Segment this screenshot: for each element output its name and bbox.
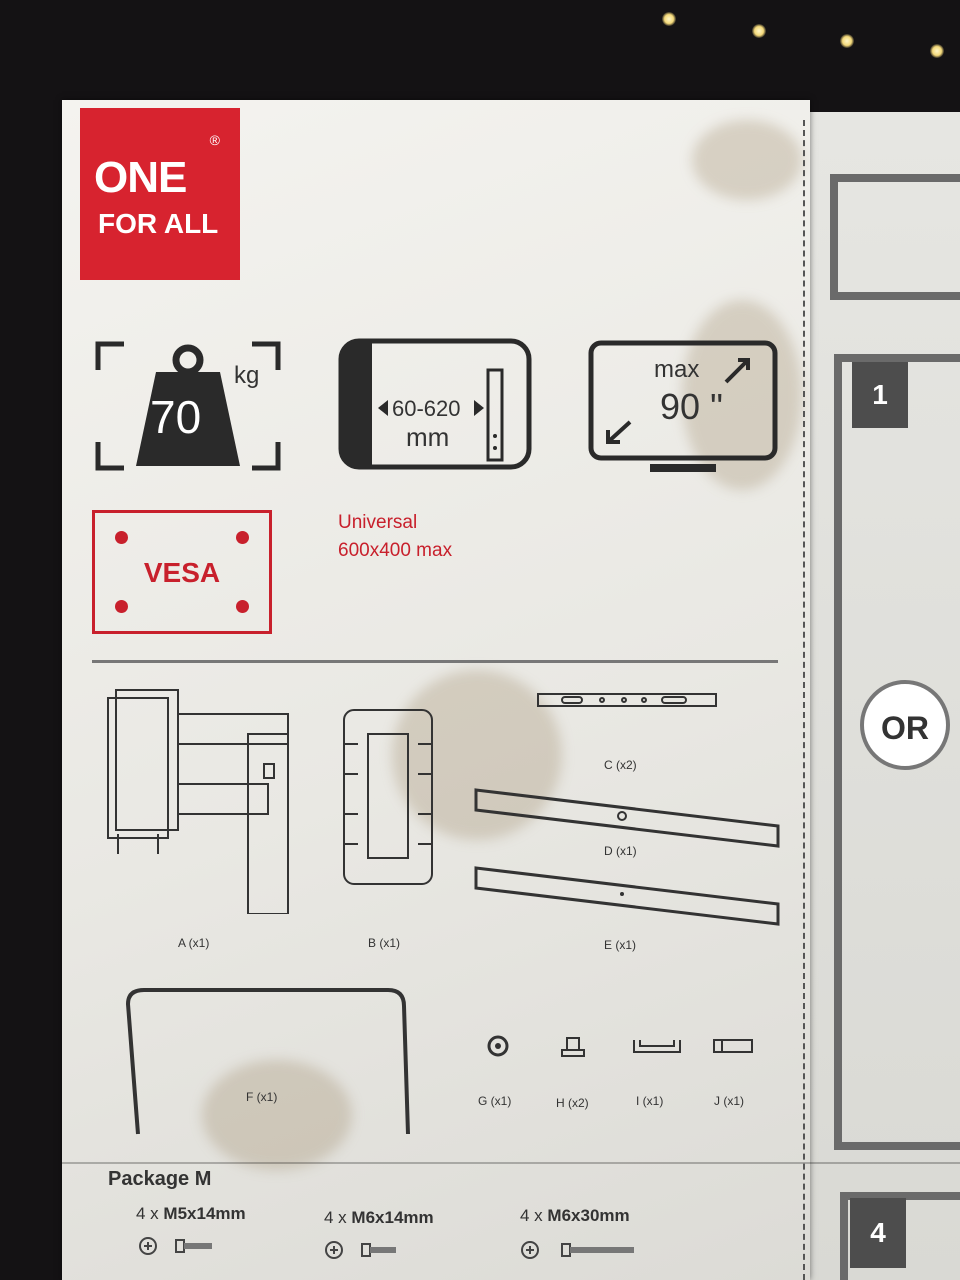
depth-range: 60-620 — [392, 396, 461, 421]
step-frame-1 — [834, 354, 960, 1150]
part-i-drawing — [633, 1040, 681, 1053]
step-number-4: 4 — [850, 1198, 906, 1268]
screw-spec-3: 4 x M6x30mm — [520, 1206, 630, 1225]
part-i-label: I (x1) — [636, 1094, 664, 1108]
screw-spec-1: 4 x M5x14mm — [136, 1204, 246, 1223]
fairy-light — [752, 24, 766, 38]
vesa-label: VESA — [143, 557, 221, 588]
one-for-all-logo: ONE FOR ALL ® — [80, 108, 240, 280]
instruction-sheet: ONE FOR ALL ® 70 kg 60-620 mm max 90 " V… — [62, 100, 810, 1280]
fairy-light — [840, 34, 854, 48]
step-number-1: 1 — [852, 362, 908, 428]
screw-icon — [325, 1241, 396, 1259]
weight-value: 70 — [150, 391, 202, 443]
step-frame-4 — [840, 1192, 960, 1280]
part-c-label: C (x2) — [604, 758, 637, 772]
part-j-drawing — [713, 1039, 753, 1053]
screw-icon — [521, 1241, 634, 1259]
vesa-box: VESA — [92, 510, 272, 634]
part-f-label: F (x1) — [246, 1090, 278, 1104]
depth-unit: mm — [406, 422, 450, 452]
step-frame-top — [830, 174, 960, 300]
weight-unit: kg — [234, 362, 260, 389]
fairy-light — [662, 12, 676, 26]
or-label: OR — [881, 710, 929, 746]
part-e-drawing — [474, 866, 780, 926]
part-c-drawing — [537, 693, 717, 707]
screw-icon — [139, 1237, 212, 1255]
vesa-line1: Universal — [338, 512, 418, 533]
wall-depth-icon — [338, 338, 532, 470]
part-d-drawing — [474, 788, 780, 848]
screen-size-icon — [588, 340, 778, 472]
water-stain — [692, 120, 802, 200]
weight-icon — [95, 341, 281, 471]
part-a-label: A (x1) — [178, 936, 210, 950]
fold-crease — [62, 1162, 960, 1164]
package-title: Package M — [108, 1168, 212, 1190]
size-value: 90 " — [660, 386, 723, 427]
section-divider — [92, 660, 778, 663]
screw-spec-2: 4 x M6x14mm — [324, 1208, 434, 1227]
part-h-label: H (x2) — [556, 1096, 589, 1110]
part-h-drawing — [561, 1037, 585, 1057]
part-j-label: J (x1) — [714, 1094, 744, 1108]
water-stain — [202, 1060, 352, 1170]
part-f-drawing — [125, 988, 410, 1135]
vesa-line2: 600x400 max — [338, 540, 453, 561]
size-prefix: max — [654, 356, 700, 383]
water-stain — [392, 670, 562, 840]
part-g-drawing — [487, 1035, 509, 1057]
or-circle: OR — [860, 680, 950, 770]
part-e-label: E (x1) — [604, 938, 637, 952]
part-d-label: D (x1) — [604, 844, 637, 858]
cut-line — [803, 120, 805, 1280]
part-b-label: B (x1) — [368, 936, 401, 950]
fairy-light — [930, 44, 944, 58]
part-a-drawing — [107, 689, 289, 914]
part-g-label: G (x1) — [478, 1094, 512, 1108]
part-b-drawing — [343, 709, 433, 885]
